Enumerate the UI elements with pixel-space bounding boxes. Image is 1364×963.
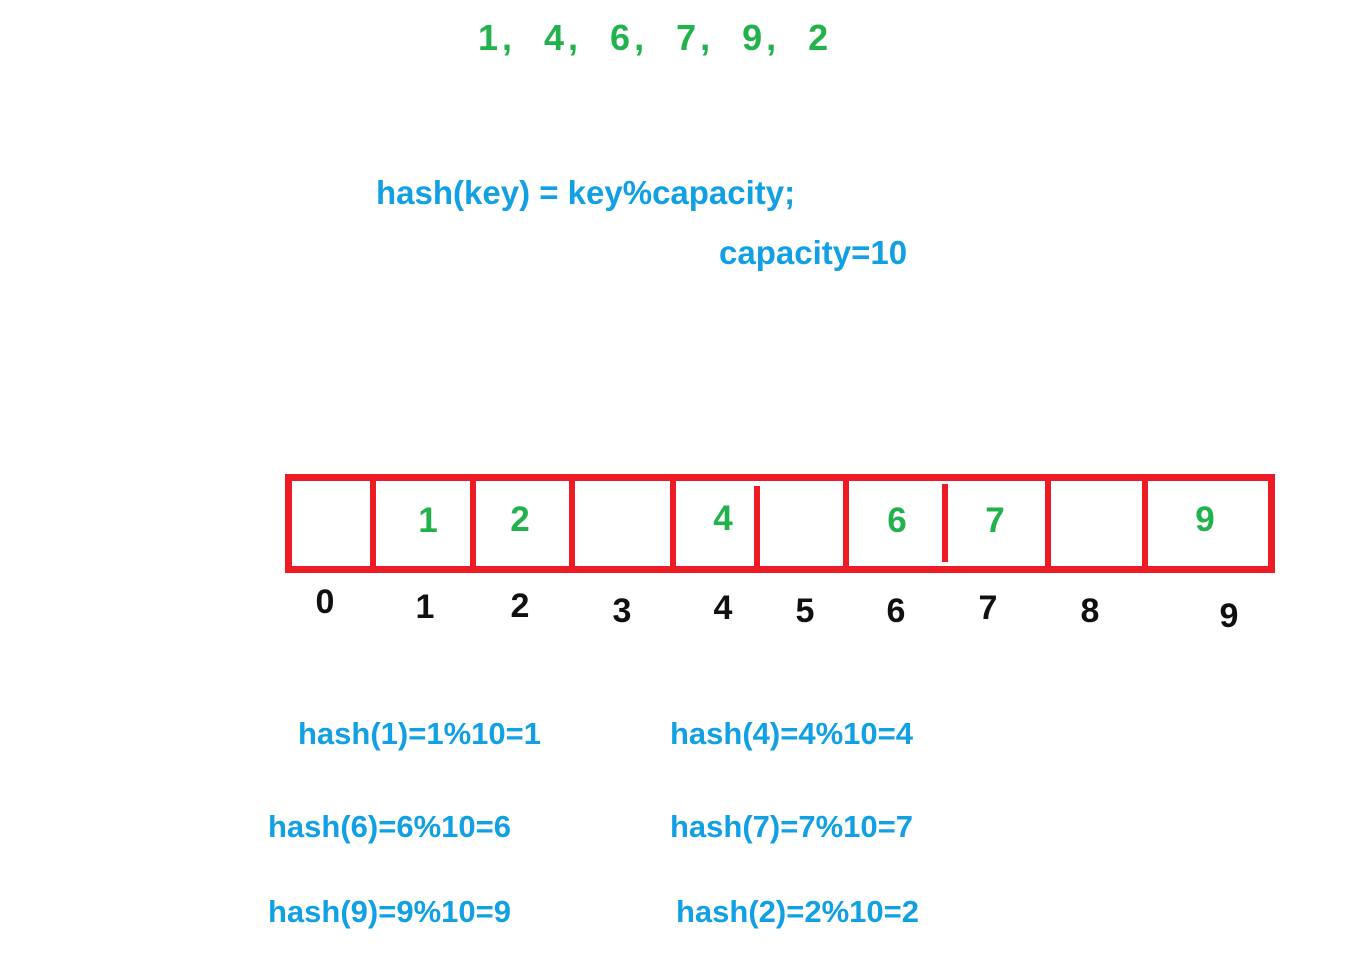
cell-divider-5-6	[843, 476, 849, 570]
slot-value-1: 1	[418, 501, 438, 540]
index-label-8: 8	[1080, 592, 1100, 630]
cell-divider-7-8	[1045, 476, 1051, 569]
cell-divider-8-9	[1142, 476, 1148, 568]
hash-computation-4: hash(4)=4%10=4	[670, 716, 913, 751]
cell-divider-4-5	[754, 486, 760, 570]
hash-computation-7: hash(7)=7%10=7	[670, 809, 913, 844]
table-bottom-border	[285, 566, 1275, 573]
table-right-border	[1268, 474, 1275, 573]
slot-value-6: 6	[887, 501, 907, 540]
slot-value-4: 4	[713, 499, 733, 538]
cell-divider-1-2	[470, 476, 476, 570]
index-label-3: 3	[612, 592, 632, 630]
index-label-6: 6	[886, 592, 906, 630]
hash-function-formula: hash(key) = key%capacity;	[376, 174, 796, 211]
index-label-4: 4	[713, 589, 733, 627]
hash-computation-6: hash(6)=6%10=6	[268, 809, 511, 844]
index-label-1: 1	[415, 588, 435, 626]
cell-divider-3-4	[670, 477, 676, 570]
slot-value-7: 7	[985, 501, 1005, 540]
index-label-0: 0	[315, 583, 335, 621]
cell-divider-2-3	[569, 478, 575, 569]
index-label-2: 2	[510, 587, 530, 625]
hash-computation-2: hash(2)=2%10=2	[676, 894, 919, 929]
hash-computation-1: hash(1)=1%10=1	[298, 716, 541, 751]
slot-value-2: 2	[510, 500, 530, 539]
table-left-border	[285, 474, 292, 573]
hash-computation-9: hash(9)=9%10=9	[268, 894, 511, 929]
index-label-7: 7	[978, 589, 998, 627]
index-label-5: 5	[795, 592, 815, 630]
key-sequence-text: 1, 4, 6, 7, 9, 2	[478, 17, 833, 58]
table-top-border	[285, 474, 1275, 481]
slot-value-9: 9	[1195, 500, 1215, 539]
index-label-9: 9	[1219, 597, 1239, 635]
capacity-declaration: capacity=10	[719, 234, 908, 271]
hash-table-array: 1 2 4 6 7 9	[285, 474, 1275, 573]
cell-divider-0-1	[370, 478, 376, 570]
cell-divider-6-7	[942, 484, 948, 562]
